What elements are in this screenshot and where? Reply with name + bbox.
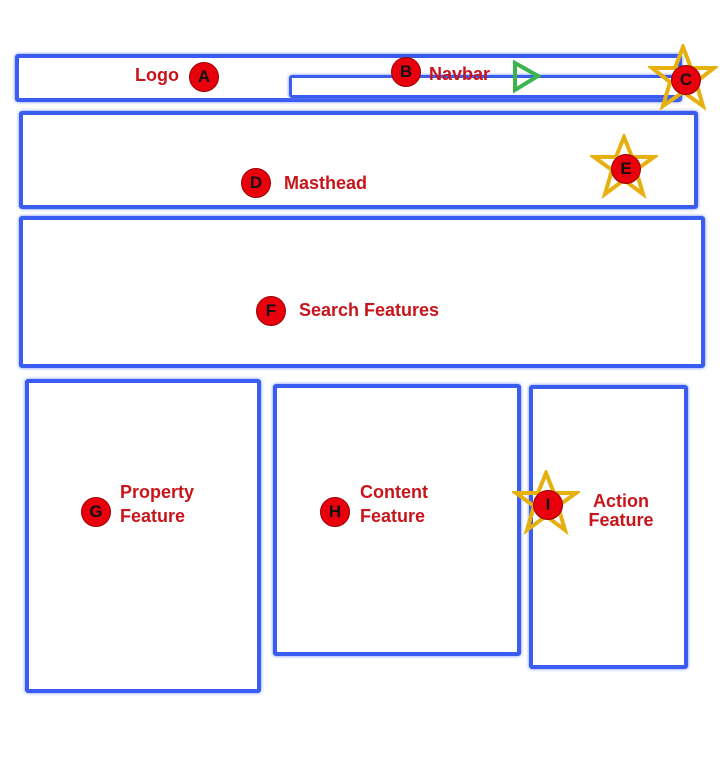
marker-f: F (256, 296, 286, 326)
feature-label: Feature (360, 506, 426, 526)
masthead-label: Masthead (284, 173, 368, 193)
search-box (19, 216, 705, 368)
masthead-box (19, 111, 698, 209)
feature-label: Feature (120, 506, 186, 526)
marker-h: H (320, 497, 350, 527)
marker-d: D (241, 168, 271, 198)
marker-c: C (671, 65, 701, 95)
column-1-box (25, 379, 261, 693)
marker-a: A (189, 62, 219, 92)
search-features-label: Search Features (299, 300, 440, 320)
logo-label: Logo (135, 65, 179, 85)
marker-e: E (611, 154, 641, 184)
navbar-label: Navbar (429, 64, 491, 84)
marker-g: G (81, 497, 111, 527)
marker-b: B (391, 57, 421, 87)
marker-i: I (533, 490, 563, 520)
play-triangle-icon (513, 60, 542, 94)
content-label: Content (360, 482, 428, 502)
column-2-box (273, 384, 521, 656)
property-label: Property (120, 482, 195, 502)
action-feature-label: Action Feature (588, 491, 654, 530)
